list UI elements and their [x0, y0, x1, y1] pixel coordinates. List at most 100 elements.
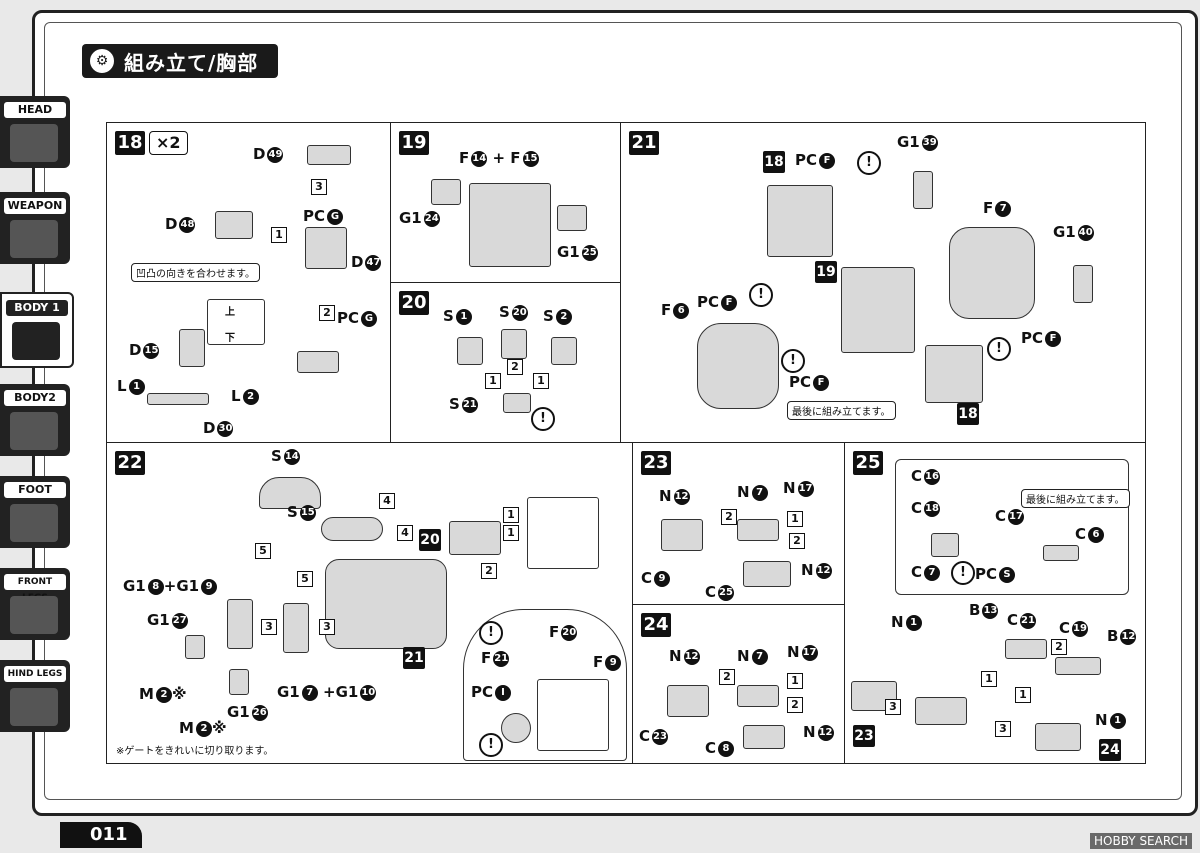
step-number: 25 — [853, 451, 883, 475]
part-g17-g110 — [283, 603, 309, 653]
step-order-box: 3 — [995, 721, 1011, 737]
part-pin — [147, 393, 209, 405]
part-24-assembly — [1035, 723, 1081, 751]
tab-weapon[interactable]: WEAPON — [0, 192, 70, 264]
part-n7 — [737, 685, 779, 707]
section-header: ⚙ 組み立て/胸部 — [82, 44, 278, 78]
tab-head[interactable]: HEAD — [0, 96, 70, 168]
tab-hind-legs[interactable]: HIND LEGS — [0, 660, 70, 732]
step-number: 24 — [641, 613, 671, 637]
step-order-box: 1 — [1015, 687, 1031, 703]
part-d48 — [215, 211, 253, 239]
step-order-box: 1 — [787, 673, 803, 689]
step-number: 20 — [399, 291, 429, 315]
part-c6 — [1043, 545, 1079, 561]
step-number: 18 — [115, 131, 145, 155]
caution-icon: ! — [749, 283, 773, 307]
step-order-box: 2 — [719, 669, 735, 685]
tab-foot[interactable]: FOOT — [0, 476, 70, 548]
part-g124 — [431, 179, 461, 205]
step-number: 23 — [641, 451, 671, 475]
sidebar: HEAD WEAPON BODY 1 BODY2 FOOT FRONT LEGS… — [0, 96, 74, 746]
part-n7 — [737, 519, 779, 541]
part-s2 — [551, 337, 577, 365]
part-c19 — [1055, 657, 1101, 675]
part-f6-frame — [697, 323, 779, 409]
step-order-box: 1 — [981, 671, 997, 687]
step-order-box: 3 — [885, 699, 901, 715]
part-s15-hose — [321, 517, 383, 541]
step-order-box: 4 — [379, 493, 395, 509]
tab-front-legs[interactable]: FRONT LEGS — [0, 568, 70, 640]
instruction-note: 最後に組み立てます。 — [1021, 489, 1130, 508]
part-g139 — [913, 171, 933, 209]
step-order-box: 1 — [787, 511, 803, 527]
part-20-assembly — [449, 521, 501, 555]
step-order-box: 4 — [397, 525, 413, 541]
page-number: 011 — [60, 822, 142, 848]
part-f9-detail — [537, 679, 609, 751]
step-order-box: 2 — [507, 359, 523, 375]
step-ref-badge: 18 — [763, 151, 785, 173]
step-order-box: 2 — [787, 697, 803, 713]
caution-icon: ! — [987, 337, 1011, 361]
part-assembly — [297, 351, 339, 373]
part-c25 — [743, 561, 791, 587]
quantity-multiplier: ×2 — [149, 131, 188, 155]
instruction-note: 最後に組み立てます。 — [787, 401, 896, 420]
caution-icon: ! — [781, 349, 805, 373]
front-legs-icon — [10, 596, 58, 634]
step-number: 22 — [115, 451, 145, 475]
step-order-box: 3 — [319, 619, 335, 635]
step-order-box: 1 — [503, 507, 519, 523]
tab-body2[interactable]: BODY2 — [0, 384, 70, 456]
step-order-box: 3 — [261, 619, 277, 635]
part-f14-f15 — [469, 183, 551, 267]
tab-body1[interactable]: BODY 1 — [0, 292, 74, 368]
step-order-box: 2 — [1051, 639, 1067, 655]
body1-icon — [12, 322, 60, 360]
part-g126 — [229, 669, 249, 695]
part-c8 — [743, 725, 785, 749]
step-order-box: 2 — [481, 563, 497, 579]
watermark: HOBBY SEARCH — [1090, 833, 1192, 849]
part-s21 — [503, 393, 531, 413]
caution-icon: ! — [951, 561, 975, 585]
part-g125 — [557, 205, 587, 231]
